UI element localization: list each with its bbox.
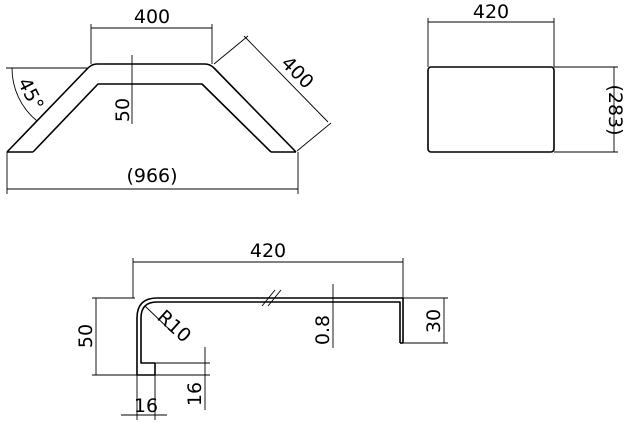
tray-inner-profile [32,83,272,153]
top-width-label: 400 [134,6,170,28]
slant-length-label: 400 [277,52,318,93]
top-view-outline [427,66,555,153]
dimension-height: 50 [112,55,136,124]
bend-angle-label: 45° [13,74,48,114]
dimension-slant-length: 400 [213,35,332,152]
dimension-bend-angle: 45° [6,67,88,122]
section-height-label: 50 [75,324,97,348]
return-height-label: 30 [423,309,445,333]
dimension-top-view-depth: (283) [554,66,626,153]
section-length-label: 420 [250,240,286,262]
top-view-depth-label: (283) [604,84,626,135]
tray-outer-profile [6,63,297,153]
top-view-width-label: 420 [473,1,509,23]
dimension-section-length: 420 [132,240,404,298]
lip-width-label: 16 [134,395,158,417]
dimension-section-height: 50 [75,297,137,376]
dimension-thickness: 0.8 [312,284,337,348]
section-outer-profile [136,297,404,375]
break-mark [261,289,282,307]
dimension-lip-height: 16 [155,347,210,410]
dimension-inner-radius: R10 [144,305,196,347]
top-view: 420 (283) [427,1,626,153]
dimension-return-height: 30 [403,297,448,344]
dimension-top-width: 400 [90,6,213,64]
section-view: 420 50 30 R10 0.8 [75,240,448,420]
thickness-label: 0.8 [312,315,334,345]
front-view: 400 400 45° 50 (966) [6,6,332,194]
dimension-lip-width: 16 [121,375,167,420]
overall-width-label: (966) [126,165,177,187]
lip-height-label: 16 [184,382,206,406]
inner-radius-label: R10 [153,306,196,347]
height-label: 50 [112,98,134,122]
dimension-top-view-width: 420 [427,1,555,67]
dimension-overall-width: (966) [6,152,299,194]
